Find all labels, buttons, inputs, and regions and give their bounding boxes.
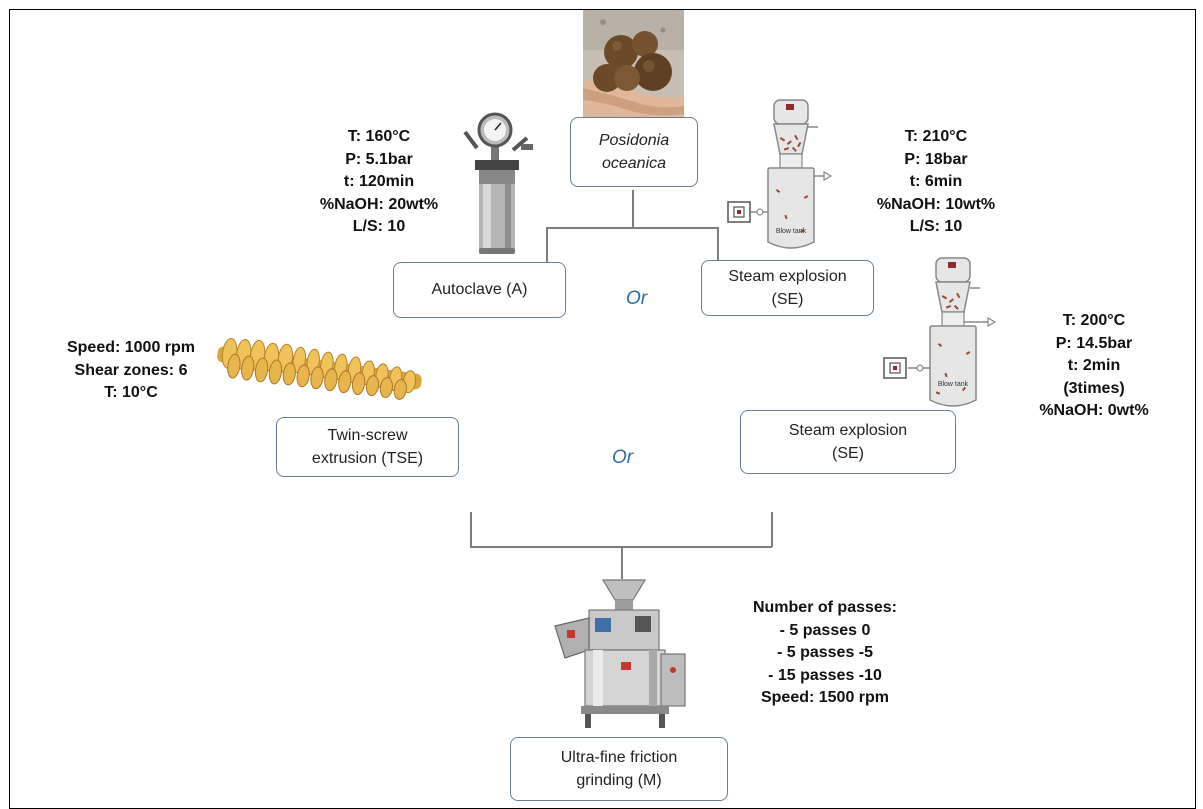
process-box-ultra-fine-friction-grinding: Ultra-fine friction grinding (M) bbox=[510, 737, 728, 801]
grinding-param: - 15 passes -10 bbox=[768, 666, 882, 684]
process-box-twin-screw-extrusion: Twin-screw extrusion (TSE) bbox=[276, 417, 459, 477]
steam1-label-line1: Steam explosion bbox=[728, 267, 847, 285]
steam2-param: t: 2min bbox=[1067, 357, 1121, 375]
grinding-param: - 5 passes -5 bbox=[776, 644, 874, 662]
friction-grinder-machine-icon bbox=[554, 579, 686, 728]
tse-label-line1: Twin-screw bbox=[327, 426, 408, 444]
steam1-param: L/S: 10 bbox=[909, 218, 963, 236]
connector-source-stem bbox=[632, 190, 634, 228]
steam1-param: T: 210°C bbox=[904, 128, 968, 145]
steam2-label-line1: Steam explosion bbox=[788, 421, 908, 439]
steam1-tank-label: Blow tank bbox=[776, 228, 807, 235]
tse-param: Shear zones: 6 bbox=[74, 361, 188, 379]
autoclave-params: T: 160°C P: 5.1bar t: 120min %NaOH: 20wt… bbox=[316, 126, 442, 239]
steam2-param: T: 200°C bbox=[1062, 312, 1126, 329]
posidonia-balls-photo bbox=[583, 10, 684, 120]
grinding-label-line2: grinding (M) bbox=[576, 772, 662, 789]
steam2-params: T: 200°C P: 14.5bar t: 2min (3times) %Na… bbox=[1028, 310, 1160, 423]
steam1-label-line2: (SE) bbox=[771, 291, 804, 308]
source-label-line1: Posidonia bbox=[598, 131, 670, 149]
process-box-steam-explosion-2: Steam explosion (SE) bbox=[740, 410, 956, 474]
steam1-param: %NaOH: 10wt% bbox=[876, 195, 996, 213]
connector-top-right-drop bbox=[717, 227, 719, 262]
or-label-top: Or bbox=[626, 288, 648, 309]
grinding-param: Speed: 1500 rpm bbox=[760, 689, 890, 707]
steam1-params: T: 210°C P: 18bar t: 6min %NaOH: 10wt% L… bbox=[866, 126, 1006, 239]
steam2-label-line2: (SE) bbox=[831, 445, 864, 462]
or-label-bottom: Or bbox=[612, 447, 634, 468]
tse-label-line2: extrusion (TSE) bbox=[311, 450, 424, 467]
tse-param: Speed: 1000 rpm bbox=[66, 339, 196, 356]
grinding-param: - 5 passes 0 bbox=[779, 621, 871, 639]
steam-explosion-vessel-icon-2: Blow tank bbox=[883, 257, 997, 407]
source-label-line2: oceanica bbox=[601, 155, 667, 172]
autoclave-param: L/S: 10 bbox=[352, 218, 406, 236]
tse-params: Speed: 1000 rpm Shear zones: 6 T: 10°C bbox=[55, 337, 207, 405]
source-box-posidonia-oceanica: Posidonia oceanica bbox=[570, 117, 698, 187]
autoclave-param: t: 120min bbox=[343, 173, 415, 191]
steam-explosion-vessel-icon-1: Blow tank bbox=[727, 99, 833, 249]
autoclave-param: T: 160°C bbox=[347, 128, 411, 145]
process-box-autoclave: Autoclave (A) bbox=[393, 262, 566, 318]
tse-param: T: 10°C bbox=[104, 384, 158, 402]
autoclave-reactor-icon bbox=[463, 112, 533, 254]
steam2-tank-label: Blow tank bbox=[938, 381, 969, 388]
connector-top-left-drop bbox=[546, 227, 548, 262]
grinding-param: Number of passes: bbox=[752, 599, 898, 616]
grinding-label-line1: Ultra-fine friction bbox=[560, 748, 678, 766]
steam2-param: %NaOH: 0wt% bbox=[1039, 402, 1149, 420]
connector-bottom-right-rise bbox=[771, 512, 773, 547]
process-box-steam-explosion-1: Steam explosion (SE) bbox=[701, 260, 874, 316]
steam2-param: (3times) bbox=[1063, 379, 1125, 397]
steam1-param: t: 6min bbox=[909, 173, 963, 191]
twin-screw-illustration bbox=[217, 337, 422, 400]
grinding-params: Number of passes: - 5 passes 0 - 5 passe… bbox=[742, 597, 908, 710]
autoclave-label: Autoclave (A) bbox=[431, 281, 528, 299]
autoclave-param: %NaOH: 20wt% bbox=[319, 195, 439, 213]
steam1-param: P: 18bar bbox=[904, 150, 968, 168]
autoclave-param: P: 5.1bar bbox=[345, 150, 413, 168]
connector-top-horizontal bbox=[546, 227, 718, 229]
connector-bottom-stem bbox=[621, 546, 623, 579]
connector-bottom-left-rise bbox=[470, 512, 472, 547]
steam2-param: P: 14.5bar bbox=[1055, 334, 1133, 352]
